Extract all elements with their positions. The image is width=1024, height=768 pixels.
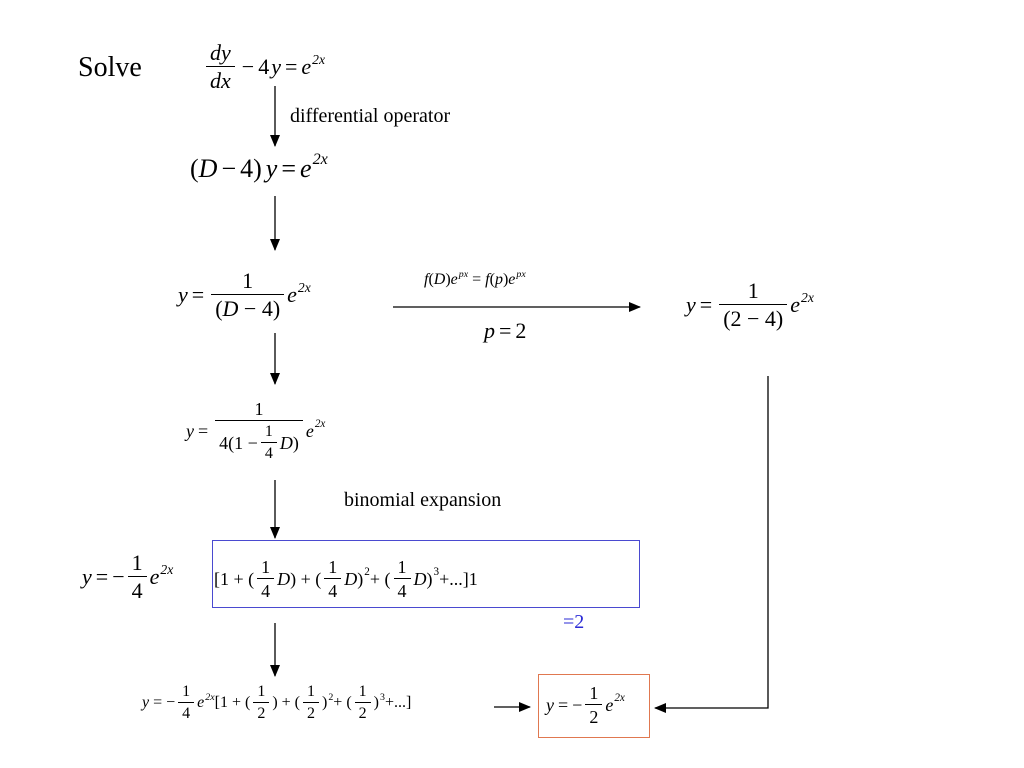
annotation-equals-two: =2 bbox=[563, 611, 585, 633]
annotation-differential-operator: differential operator bbox=[290, 105, 451, 127]
series-highlight-box bbox=[212, 540, 640, 608]
slide-title: Solve bbox=[78, 52, 142, 83]
arrow-substituted-to-result bbox=[654, 376, 769, 713]
annotation-binomial-expansion: binomial expansion bbox=[344, 489, 502, 511]
result-highlight-box bbox=[538, 674, 650, 738]
label-p-value: p=2 bbox=[484, 318, 527, 343]
